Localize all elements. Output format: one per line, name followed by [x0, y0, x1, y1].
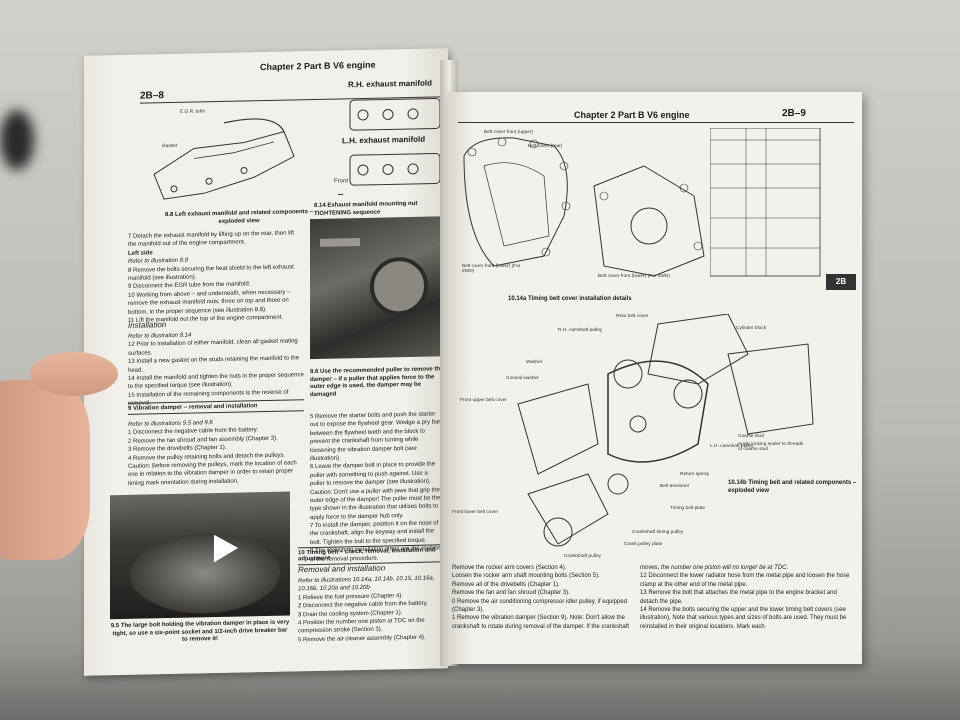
chapter-header-right: Chapter 2 Part B V6 engine: [574, 110, 690, 120]
photo-damper-puller: [310, 216, 444, 360]
fig-label-crank-pulley-plate: Crank pulley plate: [624, 542, 663, 547]
right-page-text-col1: Remove the rocker arm covers (Section 4)…: [452, 565, 630, 630]
caption-9-5: 9.5 The large bolt holding the vibration…: [110, 619, 290, 643]
front-label: Front: [334, 178, 349, 185]
fig-label-crankshaft-timing-pulley: Crankshaft timing pulley: [632, 530, 684, 535]
right-page: Chapter 2 Part B V6 engine 2B–9 2B Belt …: [448, 92, 862, 664]
fig-label-belt-cover-rear: Belt cover (rear): [528, 144, 563, 149]
fig-label-belt-cover-lower-4wd: Belt cover front (lower) (For 4WD): [598, 274, 670, 279]
caption-8-8: 8.8 Left exhaust manifold and related co…: [164, 209, 314, 225]
page-number-right: 2B–9: [782, 108, 806, 119]
fig-label-timing-belt-plate: Timing belt plate: [670, 506, 706, 511]
exhaust-manifold-diagram-left: [153, 118, 295, 200]
egr-tube-label: E.G.R. tube: [180, 109, 206, 115]
timing-belt-exploded-diagram: [517, 314, 814, 547]
section-10-text-block: Refer to illustrations 10.14a, 10.14b, 1…: [298, 575, 435, 644]
dark-object: [0, 110, 34, 170]
fig-label-rh-camshaft-pulley: R.H. camshaft pulley: [558, 328, 603, 333]
hand: [0, 350, 118, 560]
chapter-side-tab: 2B: [826, 274, 856, 290]
fig-label-locking-sealer-note: Apply locking sealer to threads of coars…: [738, 442, 804, 452]
fig-label-belt-tensioner: Belt tensioner: [660, 484, 690, 489]
fig-label-washer: Washer: [526, 360, 543, 365]
fig-label-conical-washer: Conical washer: [506, 376, 539, 381]
photo-vibration-damper-bolt: [110, 491, 290, 620]
fig-label-belt-cover-front-upper: Belt cover front (upper): [484, 130, 534, 135]
fig-label-front-upper-belt-cover: Front upper belt cover: [460, 398, 507, 403]
timing-belt-cover-diagram: [463, 137, 705, 277]
fig-label-crankshaft-pulley: Crankshaft pulley: [564, 554, 602, 559]
rh-manifold-title: R.H. exhaust manifold: [348, 78, 433, 90]
hand-thumb: [30, 352, 118, 396]
page-number-left: 2B–8: [140, 90, 164, 102]
fig-label-rear-belt-cover: Rear belt cover: [616, 314, 649, 319]
header-rule-right: [458, 122, 854, 123]
removal-installation-heading: Removal and installation: [298, 563, 386, 575]
manifold-sequence-diagram: [338, 97, 441, 196]
fig-label-lh-camshaft-pulley: L.H. camshaft pulley: [710, 444, 754, 449]
chapter-header-left: Chapter 2 Part B V6 engine: [260, 59, 376, 73]
section-9-heading: 9 Vibration damper – removal and install…: [128, 399, 304, 415]
fig-label-belt-cover-lower-2wd: Belt cover front (lower) (For 2WD): [462, 264, 521, 274]
gasket-label: Gasket: [162, 143, 178, 150]
fig-label-cylinder-block: Cylinder block: [736, 326, 767, 331]
fig-label-coarse-stud: Coarse stud: [738, 434, 764, 439]
removal-text-block: 7 Detach the exhaust manifold by lifting…: [128, 230, 295, 324]
caption-8-14: 8.14 Exhaust manifold mounting nut TIGHT…: [314, 200, 418, 217]
installation-text-block: Refer to illustration 8.14 12 Prior to i…: [128, 332, 304, 408]
left-page: 2B–8 Chapter 2 Part B V6 engine E.G.R. t…: [84, 48, 448, 676]
bolt-size-table: [710, 128, 821, 277]
right-page-text-col2: moves, the number one piston will no lon…: [640, 565, 850, 630]
section-9-right-column: 5 Remove the starter bolts and push the …: [310, 411, 442, 563]
section-10-heading: 10 Timing belt – check, removal, install…: [298, 544, 444, 566]
section-9-text-block: Refer to illustrations 9.5 and 9.6 1 Dis…: [128, 420, 297, 487]
fig-label-return-spring: Return spring: [680, 472, 709, 477]
hand-palm: [0, 380, 90, 560]
fig-label-front-lower-belt-cover: Front lower belt cover: [452, 510, 499, 515]
caption-10-14a: 10.14a Timing belt cover installation de…: [508, 296, 632, 302]
caption-9-6: 9.6 Use the recommended puller to remove…: [310, 366, 444, 398]
caption-10-14b: 10.14b Timing belt and related component…: [728, 480, 857, 494]
installation-heading: Installation: [128, 320, 167, 330]
